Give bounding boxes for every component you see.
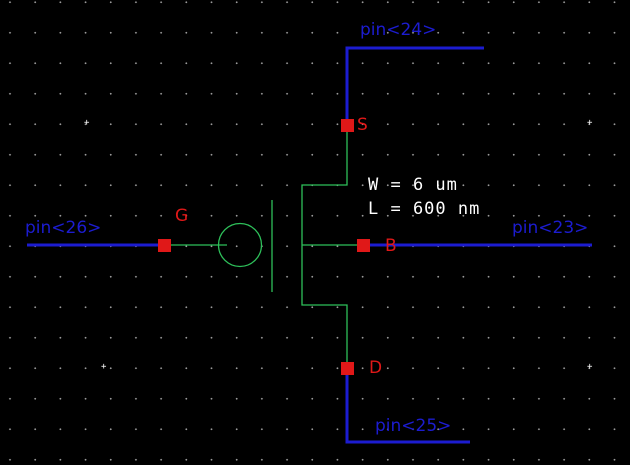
source-pin-label: pin<24>: [360, 20, 437, 40]
grid-marker: +: [101, 362, 107, 372]
length-parameter: L = 600 nm: [368, 199, 481, 219]
source-wire[interactable]: [345, 46, 484, 125]
pmos-symbol[interactable]: [165, 125, 363, 368]
gate-terminal-label: G: [175, 206, 189, 226]
drain-wire[interactable]: [345, 368, 470, 444]
bulk-terminal-label: B: [385, 236, 397, 256]
drain-terminal[interactable]: [341, 362, 354, 375]
source-terminal[interactable]: [341, 119, 354, 132]
drain-terminal-label: D: [369, 358, 383, 378]
source-lead: [301, 125, 348, 368]
grid-marker: +: [587, 118, 593, 128]
gate-pin-label: pin<26>: [25, 218, 102, 238]
bulk-terminal[interactable]: [357, 239, 370, 252]
grid-marker: +: [587, 362, 593, 372]
grid-marker: +: [84, 118, 90, 128]
gate-terminal[interactable]: [158, 239, 171, 252]
width-parameter: W = 6 um: [368, 175, 458, 195]
source-terminal-label: S: [357, 115, 368, 135]
drain-pin-label: pin<25>: [375, 416, 452, 436]
bulk-pin-label: pin<23>: [512, 218, 589, 238]
